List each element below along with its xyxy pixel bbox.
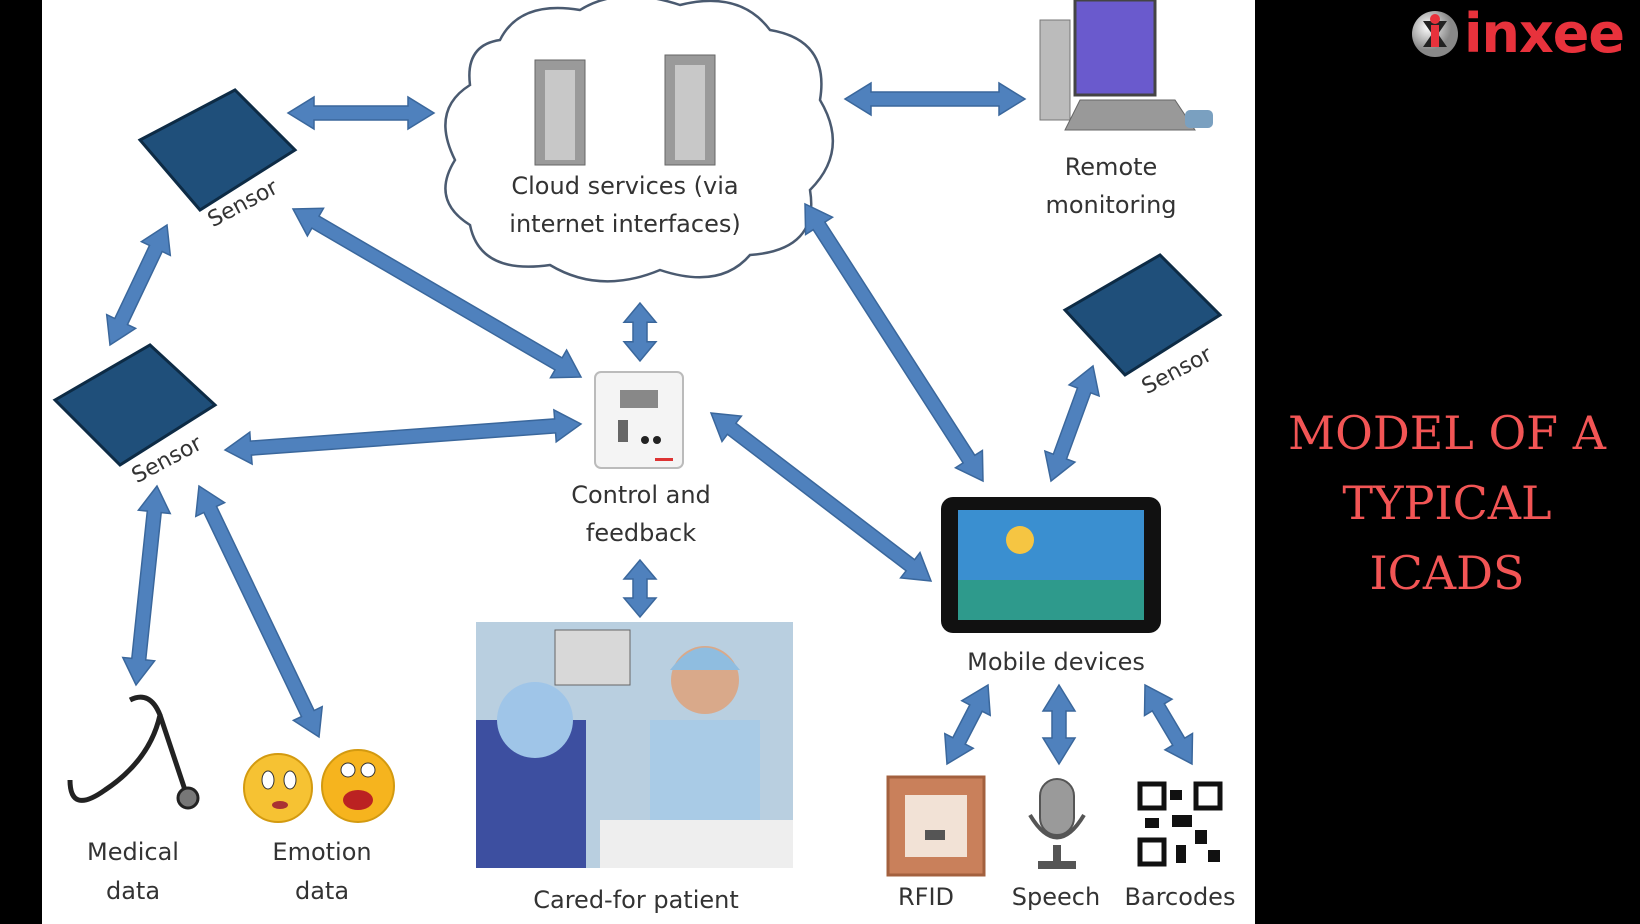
arrow-mobile-speech: [1041, 683, 1077, 766]
emoji-sad-icon: [243, 753, 313, 823]
arrow-cloud-control: [622, 301, 658, 363]
title-line: MODEL OF A: [1288, 406, 1606, 460]
rfid-label: RFID: [897, 883, 955, 911]
arrow-control-mobile: [709, 412, 933, 582]
control-label-line2: feedback: [585, 519, 697, 547]
cloud-label-line1: Cloud services (via: [511, 172, 739, 200]
page-title: MODEL OF A TYPICAL ICADS: [1262, 398, 1632, 608]
arrow-sensor-right-mobile: [1043, 364, 1101, 483]
emotion-label-line1: Emotion: [272, 838, 372, 866]
server-icon: [534, 54, 716, 166]
patient-label: Cared-for patient: [533, 886, 739, 914]
rfid-tag-icon: [886, 775, 986, 877]
tablet-icon: [941, 497, 1161, 633]
arrow-sensor-top-sensor-left: [105, 223, 172, 347]
arrow-mobile-barcodes: [1143, 683, 1194, 766]
emoji-shocked-icon: [321, 749, 395, 823]
patient-photo: [476, 622, 793, 868]
logo-emblem-icon: [1412, 11, 1458, 57]
arrow-sensor-top-control: [291, 207, 583, 379]
arrow-control-patient: [622, 558, 658, 619]
speech-label: Speech: [1011, 883, 1101, 911]
computer-icon: [1039, 0, 1213, 131]
sensor-board-icon: [1062, 253, 1223, 377]
stethoscope-icon: [67, 694, 200, 810]
mobile-label: Mobile devices: [967, 648, 1145, 676]
arrow-cloud-mobile: [804, 202, 984, 483]
remote-label-line2: monitoring: [1045, 191, 1177, 219]
arrow-sensor-left-medical: [121, 484, 172, 687]
arrow-sensor-left-control: [223, 408, 583, 466]
title-line: TYPICAL: [1342, 476, 1552, 530]
inxee-logo: inxee: [1410, 2, 1625, 65]
remote-label-line1: Remote: [1064, 153, 1158, 181]
microphone-icon: [1028, 778, 1086, 869]
sensor-board-icon: [52, 343, 218, 467]
medical-label-line2: data: [105, 877, 161, 905]
title-line: ICADS: [1369, 546, 1525, 600]
cloud-icon: [444, 0, 835, 283]
arrow-cloud-remote: [843, 81, 1027, 117]
control-device-icon: [594, 371, 684, 469]
barcode-qr-icon: [1137, 781, 1223, 867]
arrow-sensor-top-cloud: [286, 95, 436, 131]
logo-text: inxee: [1464, 2, 1625, 65]
sensor-board-icon: [137, 88, 298, 212]
emotion-label-line2: data: [294, 877, 350, 905]
medical-label-line1: Medical: [87, 838, 179, 866]
arrow-sensor-left-emotion: [194, 484, 324, 739]
control-label-line1: Control and: [571, 481, 711, 509]
barcodes-label: Barcodes: [1124, 883, 1236, 911]
arrow-mobile-rfid: [943, 683, 992, 766]
cloud-label-line2: internet interfaces): [509, 210, 741, 238]
